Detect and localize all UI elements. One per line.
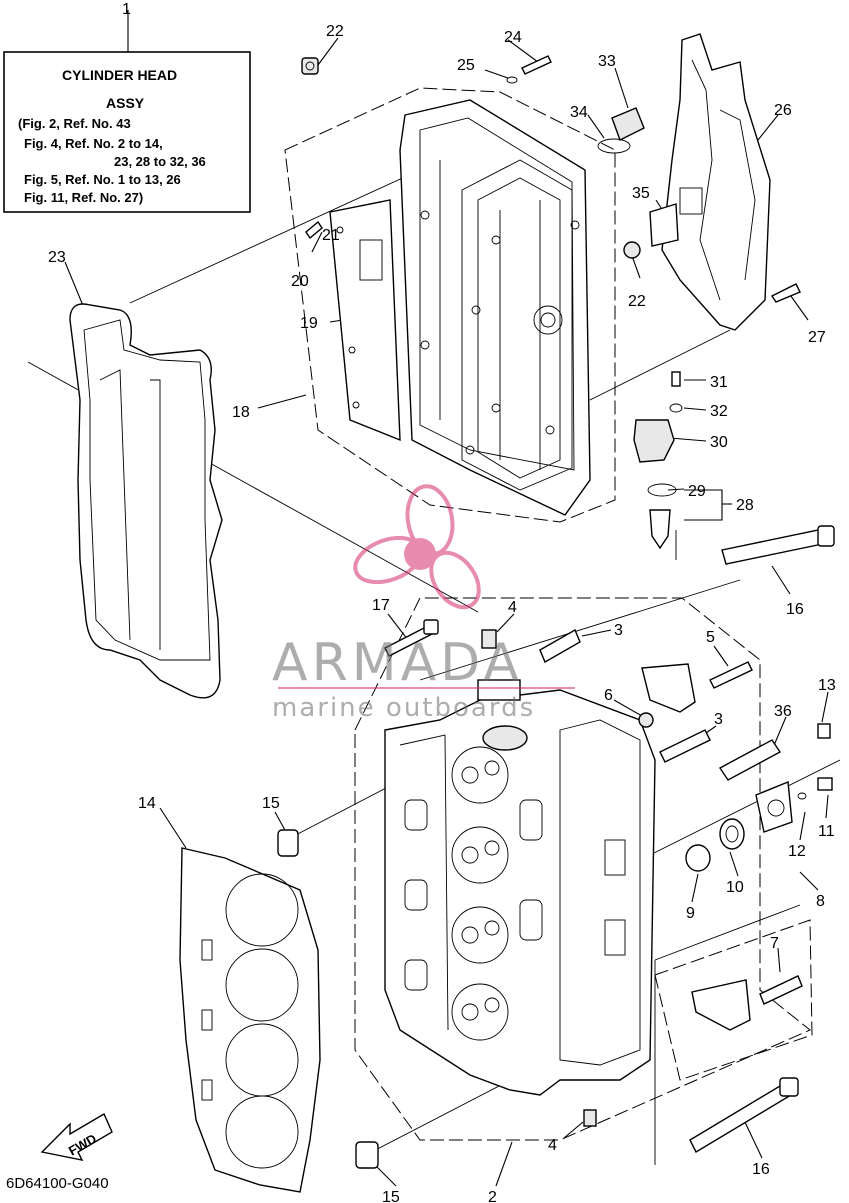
callout-5: 5 <box>706 629 715 646</box>
title-line-2: ASSY <box>106 95 145 111</box>
fwd-arrow: FWD <box>40 1112 113 1161</box>
callout-25: 25 <box>457 57 475 74</box>
callout-1: 1 <box>122 1 131 18</box>
title-line-3: (Fig. 2, Ref. No. 43 <box>18 116 131 131</box>
cover-plate <box>329 199 401 442</box>
title-line-6: Fig. 5, Ref. No. 1 to 13, 26 <box>24 172 181 187</box>
title-line-7: Fig. 11, Ref. No. 27) <box>24 190 143 205</box>
diagram-code: 6D64100-G040 <box>6 1175 109 1192</box>
cover-assembly-outline <box>284 87 616 523</box>
title-line-4: Fig. 4, Ref. No. 2 to 14, <box>24 136 163 151</box>
propeller-logo-icon <box>353 484 481 610</box>
callout-13: 13 <box>818 677 836 694</box>
callout-20: 20 <box>291 273 309 290</box>
callout-28: 28 <box>736 497 754 514</box>
callout-30: 30 <box>710 434 728 451</box>
watermark-tagline: marine outboards <box>272 693 535 723</box>
callout-24: 24 <box>504 29 522 46</box>
title-box: 1 CYLINDER HEAD ASSY (Fig. 2, Ref. No. 4… <box>3 1 251 213</box>
callout-27: 27 <box>808 329 826 346</box>
callout-33: 33 <box>598 53 616 70</box>
callout-15b: 15 <box>382 1189 400 1203</box>
callouts: 22 24 25 33 34 26 35 21 20 19 22 27 18 2… <box>48 23 836 1203</box>
callout-4a: 4 <box>508 599 517 616</box>
head-hardware <box>277 525 835 1169</box>
callout-3b: 3 <box>714 711 723 728</box>
title-line-5: 23, 28 to 32, 36 <box>114 154 206 169</box>
head-gasket <box>179 847 321 1193</box>
callout-14: 14 <box>138 795 156 812</box>
callout-34: 34 <box>570 104 588 121</box>
callout-36: 36 <box>774 703 792 720</box>
callout-21: 21 <box>322 227 340 244</box>
callout-23: 23 <box>48 249 66 266</box>
watermark-brand: ARMADA <box>272 633 523 693</box>
callout-22a: 22 <box>326 23 344 40</box>
callout-35: 35 <box>632 185 650 202</box>
callout-31: 31 <box>710 374 728 391</box>
callout-10: 10 <box>726 879 744 896</box>
rocker-cover <box>399 99 591 516</box>
callout-29: 29 <box>688 483 706 500</box>
title-line-1: CYLINDER HEAD <box>62 67 177 83</box>
callout-32: 32 <box>710 403 728 420</box>
sensor-subassembly-outline <box>654 919 813 1081</box>
callout-19: 19 <box>300 315 318 332</box>
callout-11: 11 <box>818 823 835 840</box>
callout-3a: 3 <box>614 622 623 639</box>
head-assembly-outline <box>354 597 811 1141</box>
callout-16a: 16 <box>786 601 804 618</box>
callout-16b: 16 <box>752 1161 770 1178</box>
callout-9: 9 <box>686 905 695 922</box>
callout-4b: 4 <box>548 1137 557 1154</box>
callout-18: 18 <box>232 404 250 421</box>
cover-gasket <box>69 303 223 699</box>
armada-watermark: ARMADA marine outboards <box>272 484 575 723</box>
callout-22b: 22 <box>628 293 646 310</box>
callout-12: 12 <box>788 843 806 860</box>
callout-2: 2 <box>488 1189 497 1203</box>
cover-hardware <box>301 55 801 303</box>
callout-26: 26 <box>774 102 792 119</box>
sensor-parts <box>633 371 683 550</box>
callout-8: 8 <box>816 893 825 910</box>
cylinder-head <box>384 679 656 1096</box>
callout-6: 6 <box>604 687 613 704</box>
callout-7: 7 <box>770 935 779 952</box>
callout-17: 17 <box>372 597 390 614</box>
callout-15a: 15 <box>262 795 280 812</box>
bracket <box>649 33 771 331</box>
